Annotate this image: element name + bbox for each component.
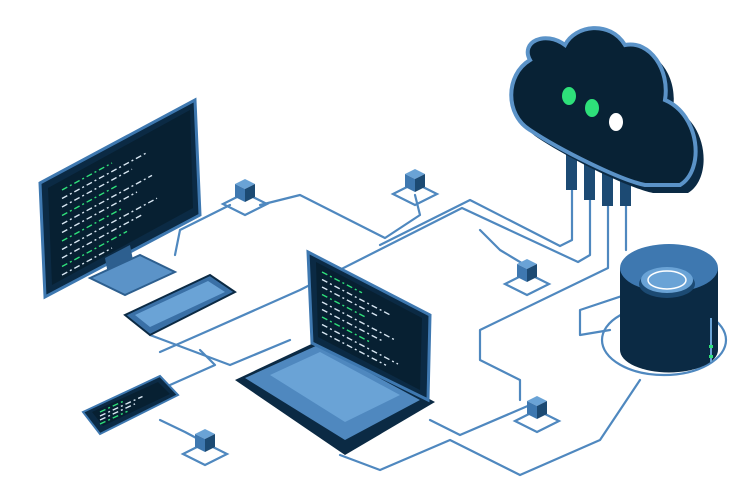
network-node-cube xyxy=(390,169,440,207)
db-indicator-lines xyxy=(709,318,713,362)
network-node-cube xyxy=(180,429,230,467)
cloud-connectors xyxy=(566,140,631,206)
network-node-cube xyxy=(512,396,562,434)
status-light-white xyxy=(609,113,623,131)
code-lines xyxy=(321,271,399,366)
network-node-cube xyxy=(220,179,270,217)
keyboard xyxy=(123,273,237,337)
status-light-green xyxy=(585,99,599,117)
connection-lines xyxy=(148,188,642,477)
database-cylinder xyxy=(600,244,728,377)
status-light-green xyxy=(562,87,576,105)
laptop xyxy=(235,249,435,455)
cloud xyxy=(509,26,704,206)
code-lines xyxy=(61,151,158,276)
phone xyxy=(81,374,180,436)
network-node-cube xyxy=(502,259,552,297)
desktop-monitor xyxy=(38,97,202,300)
